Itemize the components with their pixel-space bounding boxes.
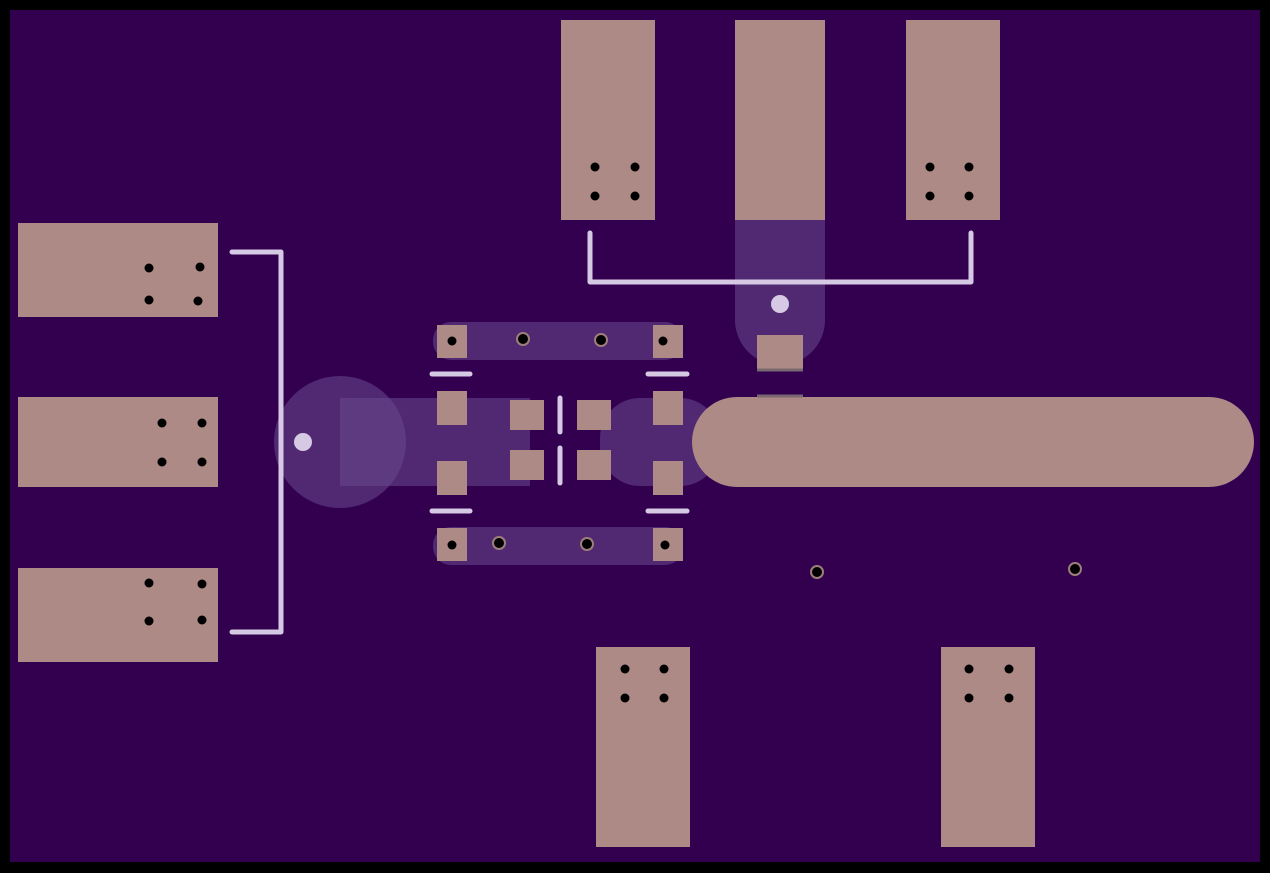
bottom-connector-1 xyxy=(596,647,690,847)
silk-dot-top xyxy=(771,295,789,313)
ic-footprint xyxy=(437,325,803,561)
via-1 xyxy=(516,332,530,346)
silk-dots xyxy=(294,295,789,451)
ic-side-pad-l1 xyxy=(437,391,467,425)
trace-overlay-ic-bottom xyxy=(433,527,683,565)
component-marks xyxy=(757,368,803,398)
left-connector-1 xyxy=(18,223,218,317)
via-4 xyxy=(580,537,594,551)
ic-center-pad-1 xyxy=(510,400,544,430)
trace-overlay-vertical-top xyxy=(735,220,825,365)
drill-holes xyxy=(144,162,1014,703)
trace-overlays xyxy=(274,220,825,565)
via-2 xyxy=(594,333,608,347)
trace-overlay-left-bar xyxy=(340,398,530,486)
silkscreen xyxy=(229,230,974,635)
ic-corner-pad-tr xyxy=(653,325,683,358)
trace-overlay-center-bar xyxy=(600,398,720,486)
ic-side-pad-r2 xyxy=(653,461,683,495)
left-connector-3 xyxy=(18,568,218,662)
copper-bus-right xyxy=(692,397,1254,487)
bottom-connectors xyxy=(596,647,1035,847)
top-connector-1 xyxy=(561,20,655,220)
via-5 xyxy=(810,565,824,579)
silk-dot-left xyxy=(294,433,312,451)
left-connector-2 xyxy=(18,397,218,487)
bottom-connector-2 xyxy=(941,647,1035,847)
silk-top-bracket xyxy=(587,230,974,285)
ic-center-pad-3 xyxy=(510,450,544,480)
trace-overlay-ic-top xyxy=(433,322,683,360)
ic-center-pad-2 xyxy=(577,400,611,430)
vias xyxy=(492,332,1082,579)
silk-left-bracket xyxy=(229,249,284,635)
small-component-pad xyxy=(757,335,803,369)
via-6 xyxy=(1068,562,1082,576)
left-connectors xyxy=(18,223,218,662)
ic-side-pad-l2 xyxy=(437,461,467,495)
top-connector-3 xyxy=(906,20,1000,220)
ic-side-pad-r1 xyxy=(653,391,683,425)
top-connector-2 xyxy=(735,20,825,220)
top-connectors xyxy=(561,20,1000,220)
via-3 xyxy=(492,536,506,550)
ic-center-pad-4 xyxy=(577,450,611,480)
